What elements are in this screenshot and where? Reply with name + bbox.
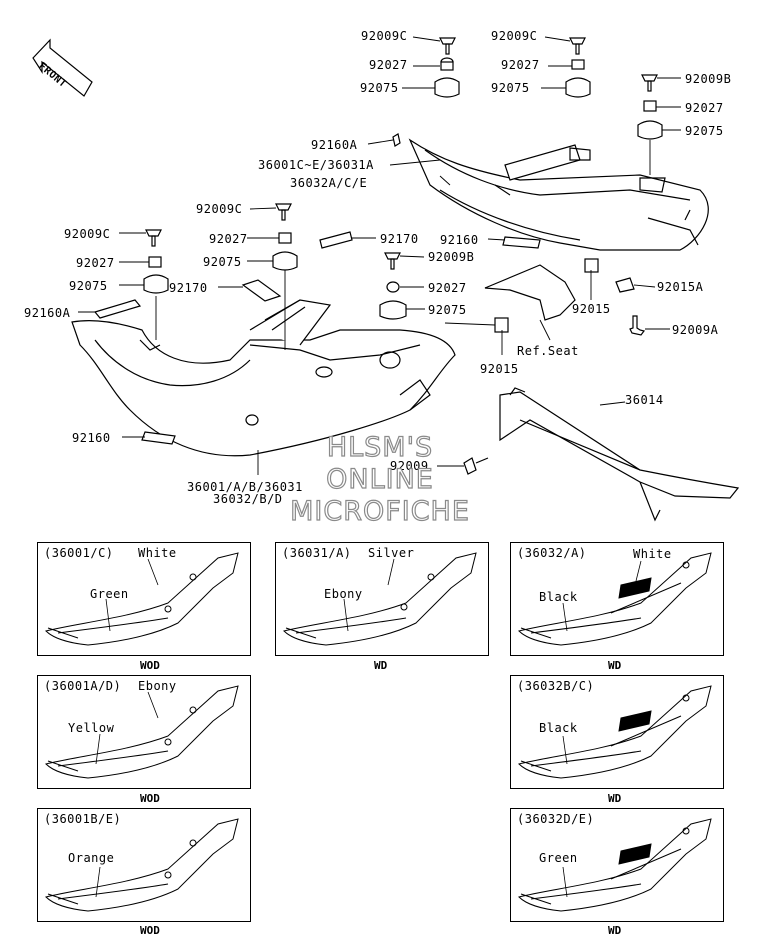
clip-92015a	[615, 277, 635, 293]
clip-92170	[241, 279, 282, 302]
label-92027: 92027	[428, 281, 467, 295]
box-title: (36032B/C)	[517, 679, 595, 693]
label-92160a: 92160A	[311, 138, 358, 152]
color-label-yellow: Yellow	[68, 721, 115, 735]
front-arrow-icon	[32, 38, 93, 97]
label-36032bd: 36032/B/D	[213, 492, 283, 506]
label-92170: 92170	[169, 281, 208, 295]
label-92009a: 92009A	[672, 323, 719, 337]
color-box-36031a: (36031/A) Silver Ebony	[275, 542, 489, 656]
clip-92015-b	[494, 317, 509, 333]
label-92009c: 92009C	[361, 29, 408, 43]
color-label-green: Green	[90, 587, 129, 601]
color-box-36001c: (36001/C) White Green	[37, 542, 251, 656]
box-title: (36031/A)	[282, 546, 352, 560]
color-label-white: White	[633, 547, 672, 561]
tail-cover-36014	[499, 387, 740, 522]
sticker-92160a	[93, 299, 142, 319]
clip-92015	[584, 258, 599, 273]
label-92015a: 92015A	[657, 280, 704, 294]
box-caption: WD	[374, 659, 388, 672]
watermark: HLSM'S ONLINE MICROFICHE	[270, 431, 490, 528]
label-92027: 92027	[76, 256, 115, 270]
label-92015: 92015	[480, 362, 519, 376]
watermark-line: HLSM'S	[326, 431, 434, 463]
ref-seat	[484, 264, 576, 321]
label-92170: 92170	[380, 232, 419, 246]
label-36001: 36001/A/B/36031	[187, 480, 303, 494]
upper-right-cover	[408, 138, 709, 251]
color-label-black: Black	[539, 721, 578, 735]
color-label-green: Green	[539, 851, 578, 865]
label-92027: 92027	[685, 101, 724, 115]
color-box-36032de: (36032D/E) Green	[510, 808, 724, 922]
box-title: (36032/A)	[517, 546, 587, 560]
color-label-white: White	[138, 546, 177, 560]
sticker-92160-b	[502, 236, 541, 249]
box-caption: WOD	[140, 659, 160, 672]
label-92009: 92009	[390, 459, 429, 473]
watermark-line: MICROFICHE	[289, 495, 470, 527]
color-label-ebony: Ebony	[138, 679, 177, 693]
label-ref-seat: Ref.Seat	[517, 344, 579, 358]
box-title: (36001A/D)	[44, 679, 122, 693]
leader-lines	[78, 36, 681, 475]
label-92075: 92075	[428, 303, 467, 317]
label-92075: 92075	[203, 255, 242, 269]
label-92009c: 92009C	[196, 202, 243, 216]
label-92009b: 92009B	[685, 72, 732, 86]
color-box-36001be: (36001B/E) Orange	[37, 808, 251, 922]
fastener-stacks	[143, 37, 663, 475]
label-36014: 36014	[625, 393, 664, 407]
label-92009c: 92009C	[491, 29, 538, 43]
label-92027: 92027	[501, 58, 540, 72]
color-box-36001ad: (36001A/D) Ebony Yellow	[37, 675, 251, 789]
color-box-36032a: (36032/A) White Black	[510, 542, 724, 656]
color-label-black: Black	[539, 590, 578, 604]
label-92009b: 92009B	[428, 250, 475, 264]
box-caption: WD	[608, 659, 622, 672]
color-box-36032bc: (36032B/C) Black	[510, 675, 724, 789]
box-caption: WD	[608, 792, 622, 805]
label-92015: 92015	[572, 302, 611, 316]
color-label-orange: Orange	[68, 851, 115, 865]
box-title: (36032D/E)	[517, 812, 595, 826]
label-92160a: 92160A	[24, 306, 71, 320]
box-caption: WOD	[140, 792, 160, 805]
box-title: (36001/C)	[44, 546, 114, 560]
label-92075: 92075	[491, 81, 530, 95]
color-label-silver: Silver	[368, 546, 415, 560]
label-92027: 92027	[369, 58, 408, 72]
watermark-line: ONLINE	[326, 463, 434, 495]
label-36032a: 36032A/C/E	[290, 176, 368, 190]
label-36001c: 36001C~E/36031A	[258, 158, 374, 172]
label-92160: 92160	[440, 233, 479, 247]
box-title: (36001B/E)	[44, 812, 122, 826]
label-92075: 92075	[69, 279, 108, 293]
color-label-ebony: Ebony	[324, 587, 363, 601]
sticker-92160a-b	[392, 133, 401, 147]
label-92075: 92075	[360, 81, 399, 95]
box-caption: WD	[608, 924, 622, 937]
box-caption: WOD	[140, 924, 160, 937]
label-92160: 92160	[72, 431, 111, 445]
label-92027: 92027	[209, 232, 248, 246]
label-92075: 92075	[685, 124, 724, 138]
lower-left-cover	[71, 231, 456, 457]
label-92009c: 92009C	[64, 227, 111, 241]
